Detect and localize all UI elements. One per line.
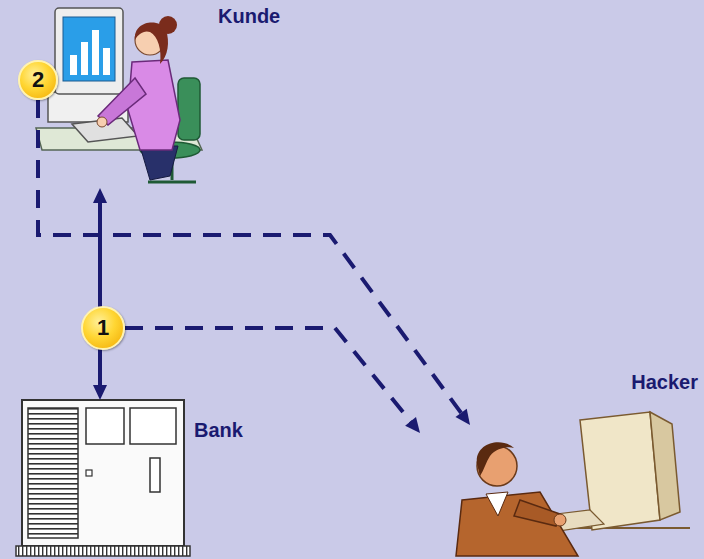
figure-label: Kunde bbox=[218, 4, 280, 28]
bank-server bbox=[16, 400, 190, 556]
bank-node: Bank bbox=[18, 400, 188, 555]
hacker-node: Hacker bbox=[420, 425, 700, 557]
bank-server-part bbox=[130, 408, 176, 444]
callout-circle: 1 bbox=[81, 306, 125, 350]
arrow-head bbox=[93, 188, 107, 203]
connector-line bbox=[125, 328, 414, 425]
arrow-head bbox=[405, 417, 420, 433]
customer-figure-part bbox=[63, 17, 115, 81]
customer-figure-part bbox=[72, 118, 138, 142]
hacker-figure-part bbox=[554, 514, 566, 526]
customer-figure-part bbox=[70, 55, 77, 75]
hacker-figure-part bbox=[650, 412, 680, 520]
customer-figure bbox=[36, 8, 202, 182]
customer-figure-part bbox=[97, 117, 107, 127]
connector-line bbox=[98, 198, 102, 390]
customer-figure-part bbox=[92, 30, 99, 75]
data-connection bbox=[93, 188, 107, 400]
bank-server-part bbox=[150, 458, 160, 492]
customer-node: Kunde bbox=[30, 0, 210, 188]
bank-server-part bbox=[86, 408, 124, 444]
connector-line bbox=[38, 100, 464, 417]
callout-circle: 2 bbox=[18, 60, 58, 100]
eavesdrop-connector bbox=[125, 328, 420, 433]
customer-figure-part bbox=[103, 48, 110, 75]
customer-figure-part bbox=[148, 181, 196, 184]
callout-number: 1 bbox=[97, 316, 109, 340]
figure-label: Bank bbox=[194, 418, 243, 442]
bank-server-part bbox=[86, 470, 92, 476]
hacker-figure-part bbox=[477, 442, 514, 476]
arrow-head bbox=[93, 385, 107, 400]
hacker-figure-part bbox=[486, 492, 508, 516]
bank-server-part bbox=[28, 408, 78, 538]
customer-figure-part bbox=[128, 60, 180, 150]
bank-server-part bbox=[16, 546, 190, 556]
customer-figure-part bbox=[81, 42, 88, 75]
hacker-figure-part bbox=[456, 492, 578, 556]
customer-figure-part bbox=[140, 146, 178, 180]
customer-figure-part bbox=[159, 16, 177, 34]
hacker-figure-part bbox=[514, 500, 560, 526]
bank-server-part bbox=[22, 400, 184, 546]
customer-figure-part bbox=[55, 8, 123, 94]
customer-figure-part bbox=[178, 78, 200, 140]
arrow-head bbox=[455, 409, 470, 425]
figure-label: Hacker bbox=[631, 370, 698, 394]
hacker-figure bbox=[456, 412, 690, 556]
eavesdrop-connector bbox=[38, 100, 470, 425]
callout-number: 2 bbox=[32, 68, 44, 92]
